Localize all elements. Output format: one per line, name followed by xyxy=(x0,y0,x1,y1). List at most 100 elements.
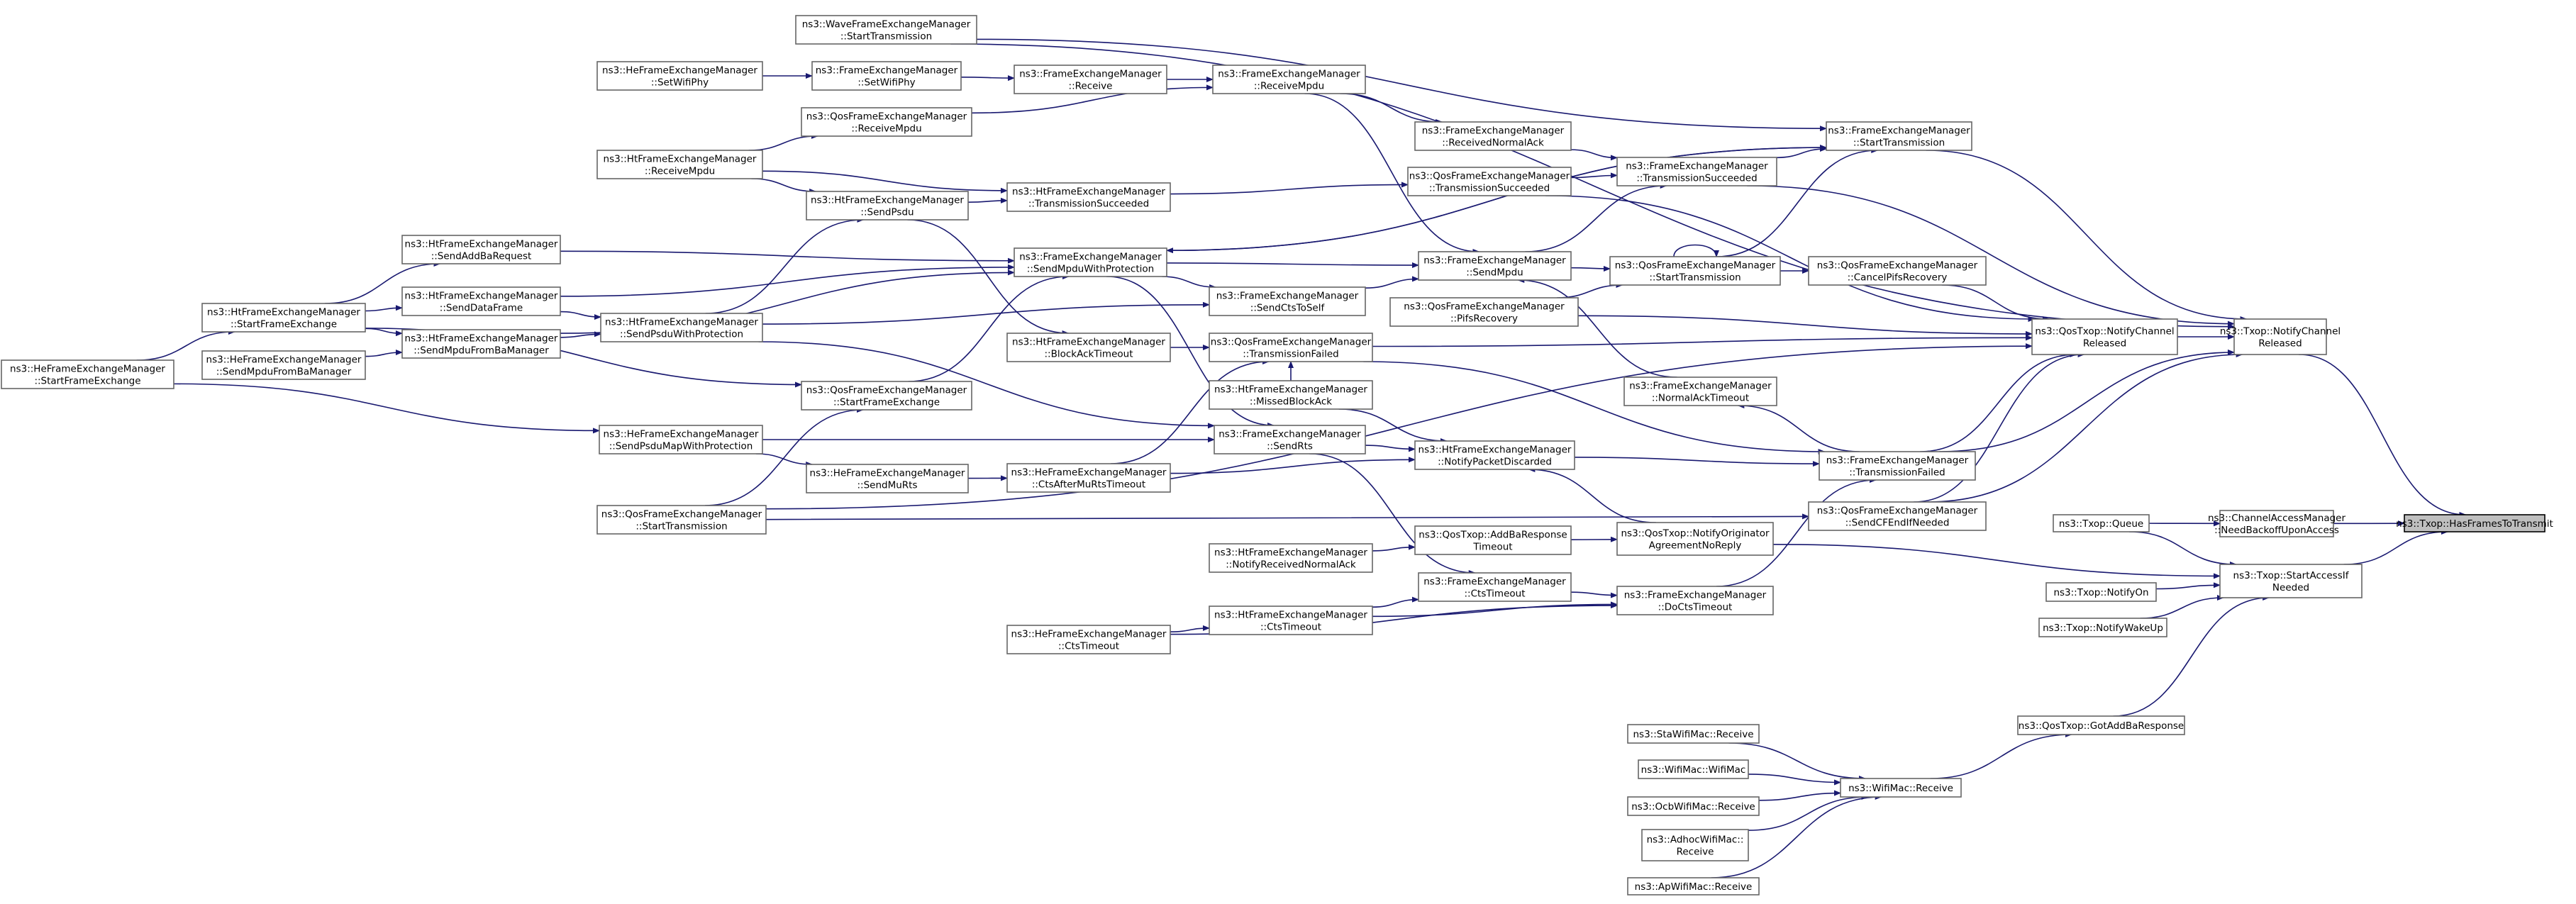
graph-node-gotAddBa[interactable]: ns3::QosTxop::GotAddBaResponse xyxy=(2017,715,2185,735)
graph-node-femSendMpduWP[interactable]: ns3::FrameExchangeManager::SendMpduWithP… xyxy=(1014,247,1167,277)
graph-node-heCtsAfterMuRts[interactable]: ns3::HeFrameExchangeManager::CtsAfterMuR… xyxy=(1006,463,1171,493)
node-label: ::SendAddBaRequest xyxy=(431,251,532,262)
graph-node-htStartFE[interactable]: ns3::HtFrameExchangeManager::StartFrameE… xyxy=(201,303,366,333)
graph-node-htNotifyRecvNormalAck[interactable]: ns3::HtFrameExchangeManager::NotifyRecei… xyxy=(1209,543,1373,573)
call-edge xyxy=(762,170,1008,194)
graph-node-femRecvMpdu[interactable]: ns3::FrameExchangeManager::ReceiveMpdu xyxy=(1212,65,1366,94)
node-label: ns3::QosTxop::AddBaResponse xyxy=(1419,530,1567,541)
graph-node-txopNotifyOn[interactable]: ns3::Txop::NotifyOn xyxy=(2045,582,2157,602)
graph-node-htTxSucc[interactable]: ns3::HtFrameExchangeManager::Transmissio… xyxy=(1006,182,1171,212)
node-box xyxy=(1623,376,1777,406)
node-label: ns3::QosTxop::NotifyChannel xyxy=(2035,326,2174,337)
graph-node-htSendDataFrame[interactable]: ns3::HtFrameExchangeManager::SendDataFra… xyxy=(401,286,561,316)
node-label: ::TransmissionSucceeded xyxy=(1636,173,1757,184)
graph-node-femRecvNormalAck[interactable]: ns3::FrameExchangeManager::ReceivedNorma… xyxy=(1414,121,1572,151)
graph-node-femSetPhy[interactable]: ns3::FrameExchangeManager::SetWifiPhy xyxy=(811,61,962,91)
graph-node-qfemSendCfEnd[interactable]: ns3::QosFrameExchangeManager::SendCFEndI… xyxy=(1808,501,1987,531)
node-label: ns3::FrameExchangeManager xyxy=(1828,125,1970,137)
call-edge xyxy=(1748,774,1841,786)
call-edge xyxy=(1106,276,1275,428)
graph-node-qfemCancelPifs[interactable]: ns3::QosFrameExchangeManager::CancelPifs… xyxy=(1808,256,1987,286)
graph-node-heSendPsduMap[interactable]: ns3::HeFrameExchangeManager::SendPsduMap… xyxy=(599,425,763,454)
call-edge xyxy=(136,329,235,361)
graph-node-htSendAddBa[interactable]: ns3::HtFrameExchangeManager::SendAddBaRe… xyxy=(401,235,561,264)
graph-node-htSendPsdu[interactable]: ns3::HtFrameExchangeManager::SendPsdu xyxy=(806,191,969,221)
graph-node-qfemTxSucc[interactable]: ns3::QosFrameExchangeManager::Transmissi… xyxy=(1407,167,1572,196)
graph-node-qfemRecvMpdu[interactable]: ns3::QosFrameExchangeManager::ReceiveMpd… xyxy=(801,107,972,137)
call-edge xyxy=(1372,601,1618,618)
graph-node-heSendMuRts[interactable]: ns3::HeFrameExchangeManager::SendMuRts xyxy=(806,464,969,493)
node-label: ::StartTransmission xyxy=(1853,138,1945,149)
graph-node-htNotifyPktDisc[interactable]: ns3::HtFrameExchangeManager::NotifyPacke… xyxy=(1414,440,1575,470)
node-box xyxy=(2017,715,2185,735)
graph-node-txopQueue[interactable]: ns3::Txop::Queue xyxy=(2053,514,2150,532)
call-edge xyxy=(755,453,814,467)
graph-node-femSendMpdu[interactable]: ns3::FrameExchangeManager::SendMpdu xyxy=(1418,251,1572,281)
graph-node-ocbRecv[interactable]: ns3::OcbWifiMac::Receive xyxy=(1627,796,1760,816)
graph-node-qfemPifs[interactable]: ns3::QosFrameExchangeManager::PifsRecove… xyxy=(1389,297,1579,327)
call-edge xyxy=(2140,595,2224,619)
node-label: ns3::FrameExchangeManager xyxy=(1019,252,1162,263)
graph-node-femNormalAckTo[interactable]: ns3::FrameExchangeManager::NormalAckTime… xyxy=(1623,376,1777,406)
call-edge xyxy=(2113,595,2270,717)
graph-node-heCtsTo[interactable]: ns3::HeFrameExchangeManager::CtsTimeout xyxy=(1006,625,1171,654)
node-box xyxy=(1418,572,1572,602)
graph-node-femTxSucc[interactable]: ns3::FrameExchangeManager::TransmissionS… xyxy=(1616,157,1777,186)
graph-node-qfemStartFE[interactable]: ns3::QosFrameExchangeManager::StartFrame… xyxy=(801,381,972,411)
graph-node-heStartFE[interactable]: ns3::HeFrameExchangeManager::StartFrameE… xyxy=(1,359,174,389)
node-label: ns3::Txop::NotifyOn xyxy=(2053,587,2148,598)
graph-node-txopNotifyWake[interactable]: ns3::Txop::NotifyWakeUp xyxy=(2038,618,2167,637)
node-label: ns3::QosFrameExchangeManager xyxy=(806,111,967,123)
node-box xyxy=(401,235,561,264)
call-edge xyxy=(907,219,1070,336)
node-label: ns3::HtFrameExchangeManager xyxy=(1012,337,1165,348)
node-label: ::SendMuRts xyxy=(857,480,917,491)
graph-node-wifiMacRecv[interactable]: ns3::WifiMac::Receive xyxy=(1840,778,1962,798)
graph-node-qfemStartTxLeft[interactable]: ns3::QosFrameExchangeManager::StartTrans… xyxy=(596,505,767,535)
graph-node-femStartTx[interactable]: ns3::FrameExchangeManager::StartTransmis… xyxy=(1826,121,1972,151)
graph-node-heSendMpduBa[interactable]: ns3::HeFrameExchangeManager::SendMpduFro… xyxy=(201,350,366,380)
graph-node-femDoCtsTo[interactable]: ns3::FrameExchangeManager::DoCtsTimeout xyxy=(1616,586,1774,615)
graph-node-htMissedBlockAck[interactable]: ns3::HtFrameExchangeManager::MissedBlock… xyxy=(1209,380,1373,410)
graph-node-qfemTxFailed[interactable]: ns3::QosFrameExchangeManager::Transmissi… xyxy=(1209,333,1373,362)
graph-node-staRecv[interactable]: ns3::StaWifiMac::Receive xyxy=(1627,724,1760,744)
graph-node-camNeedBackoff[interactable]: ns3::ChannelAccessManager::NeedBackoffUp… xyxy=(2208,510,2346,537)
graph-node-hasFrames[interactable]: ns3::Txop::HasFramesToTransmit xyxy=(2396,514,2553,532)
graph-node-htCtsTo[interactable]: ns3::HtFrameExchangeManager::CtsTimeout xyxy=(1209,606,1373,635)
graph-node-htSendPsduWP[interactable]: ns3::HtFrameExchangeManager::SendPsduWit… xyxy=(600,313,763,342)
graph-node-qosNotifyOrig[interactable]: ns3::QosTxop::NotifyOriginatorAgreementN… xyxy=(1616,522,1774,556)
node-label: ns3::FrameExchangeManager xyxy=(1216,291,1359,302)
graph-node-femSendCtsToSelf[interactable]: ns3::FrameExchangeManager::SendCtsToSelf xyxy=(1209,286,1366,316)
node-label: ns3::QosTxop::NotifyOriginator xyxy=(1621,528,1769,540)
graph-node-apRecv[interactable]: ns3::ApWifiMac::Receive xyxy=(1627,877,1760,895)
call-edge xyxy=(1926,150,2248,322)
graph-node-htSendMpduBa[interactable]: ns3::HtFrameExchangeManager::SendMpduFro… xyxy=(401,329,561,359)
node-label: ::NormalAckTimeout xyxy=(1652,393,1749,404)
graph-node-htRecvMpdu[interactable]: ns3::HtFrameExchangeManager::ReceiveMpdu xyxy=(596,150,763,179)
graph-node-femTxFailed[interactable]: ns3::FrameExchangeManager::TransmissionF… xyxy=(1819,451,1976,481)
graph-node-femRecv[interactable]: ns3::FrameExchangeManager::Receive xyxy=(1014,65,1167,94)
graph-node-qfemStartTx[interactable]: ns3::QosFrameExchangeManager::StartTrans… xyxy=(1609,256,1781,286)
node-label: ns3::Txop::StartAccessIf xyxy=(2233,570,2350,581)
graph-node-femSendRts[interactable]: ns3::FrameExchangeManager::SendRts xyxy=(1214,425,1366,454)
graph-node-waveStartTx[interactable]: ns3::WaveFrameExchangeManager::StartTran… xyxy=(795,15,977,45)
node-box xyxy=(596,505,767,535)
node-box xyxy=(596,61,763,91)
node-box xyxy=(600,313,763,342)
node-label: ::StartTransmission xyxy=(635,521,727,532)
node-label: ::SendPsduMapWithProtection xyxy=(609,441,753,452)
call-edge xyxy=(1728,742,1866,781)
node-label: ::SendDataFrame xyxy=(440,303,523,314)
graph-node-heSetPhy[interactable]: ns3::HeFrameExchangeManager::SetWifiPhy xyxy=(596,61,763,91)
node-label: ns3::QosFrameExchangeManager xyxy=(601,509,762,520)
graph-node-femCtsTo[interactable]: ns3::FrameExchangeManager::CtsTimeout xyxy=(1418,572,1572,602)
node-label: ns3::WaveFrameExchangeManager xyxy=(802,19,971,30)
node-label: ::NeedBackoffUponAccess xyxy=(2214,525,2339,536)
graph-node-wifiMacCtor[interactable]: ns3::WifiMac::WifiMac xyxy=(1638,759,1749,779)
graph-node-htBlockAckTo[interactable]: ns3::HtFrameExchangeManager::BlockAckTim… xyxy=(1006,333,1171,362)
graph-node-adhocRecv[interactable]: ns3::AdhocWifiMac::Receive xyxy=(1641,829,1749,861)
